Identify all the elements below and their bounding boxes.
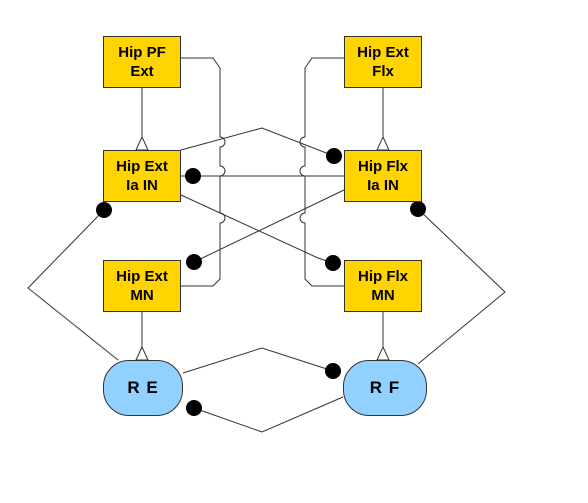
edge-rf-to-re — [193, 396, 344, 433]
edge-hippfext-to-hipextmn — [181, 57, 226, 287]
inhibitory-terminal — [326, 148, 342, 164]
node-hip-flx-mn: Hip Flx MN — [344, 260, 422, 312]
edge-hipextflx-to-hipflxmn — [299, 57, 344, 287]
inhibitory-terminal — [325, 255, 341, 271]
node-renshaw-re: R E — [103, 360, 183, 416]
edge-re-to-hipextia — [27, 209, 119, 361]
inhibitory-terminal — [186, 254, 202, 270]
excitatory-arrowhead — [135, 345, 149, 361]
node-hip-ext-ia-in: Hip Ext Ia IN — [103, 150, 181, 202]
node-hip-pf-ext: Hip PF Ext — [103, 36, 181, 88]
inhibitory-terminal — [186, 400, 202, 416]
node-renshaw-rf: R F — [343, 360, 427, 416]
excitatory-arrowhead — [376, 135, 390, 151]
excitatory-arrowhead — [135, 135, 149, 151]
edge-hipextia-to-hipflxmn — [180, 194, 334, 264]
node-hip-flx-ia-in: Hip Flx Ia IN — [344, 150, 422, 202]
edge-hipflxia-to-hipextia — [180, 127, 335, 157]
inhibitory-terminal — [185, 168, 201, 184]
node-hip-ext-mn: Hip Ext MN — [103, 260, 181, 312]
inhibitory-terminal — [325, 363, 341, 379]
edge-hipflxia-to-hipextmn — [193, 189, 345, 263]
edge-re-to-rf — [182, 347, 334, 374]
edge-rf-to-hipflxia — [417, 208, 506, 365]
node-hip-ext-flx: Hip Ext Flx — [344, 36, 422, 88]
inhibitory-terminal — [96, 202, 112, 218]
inhibitory-terminal — [410, 201, 426, 217]
excitatory-arrowhead — [376, 345, 390, 361]
